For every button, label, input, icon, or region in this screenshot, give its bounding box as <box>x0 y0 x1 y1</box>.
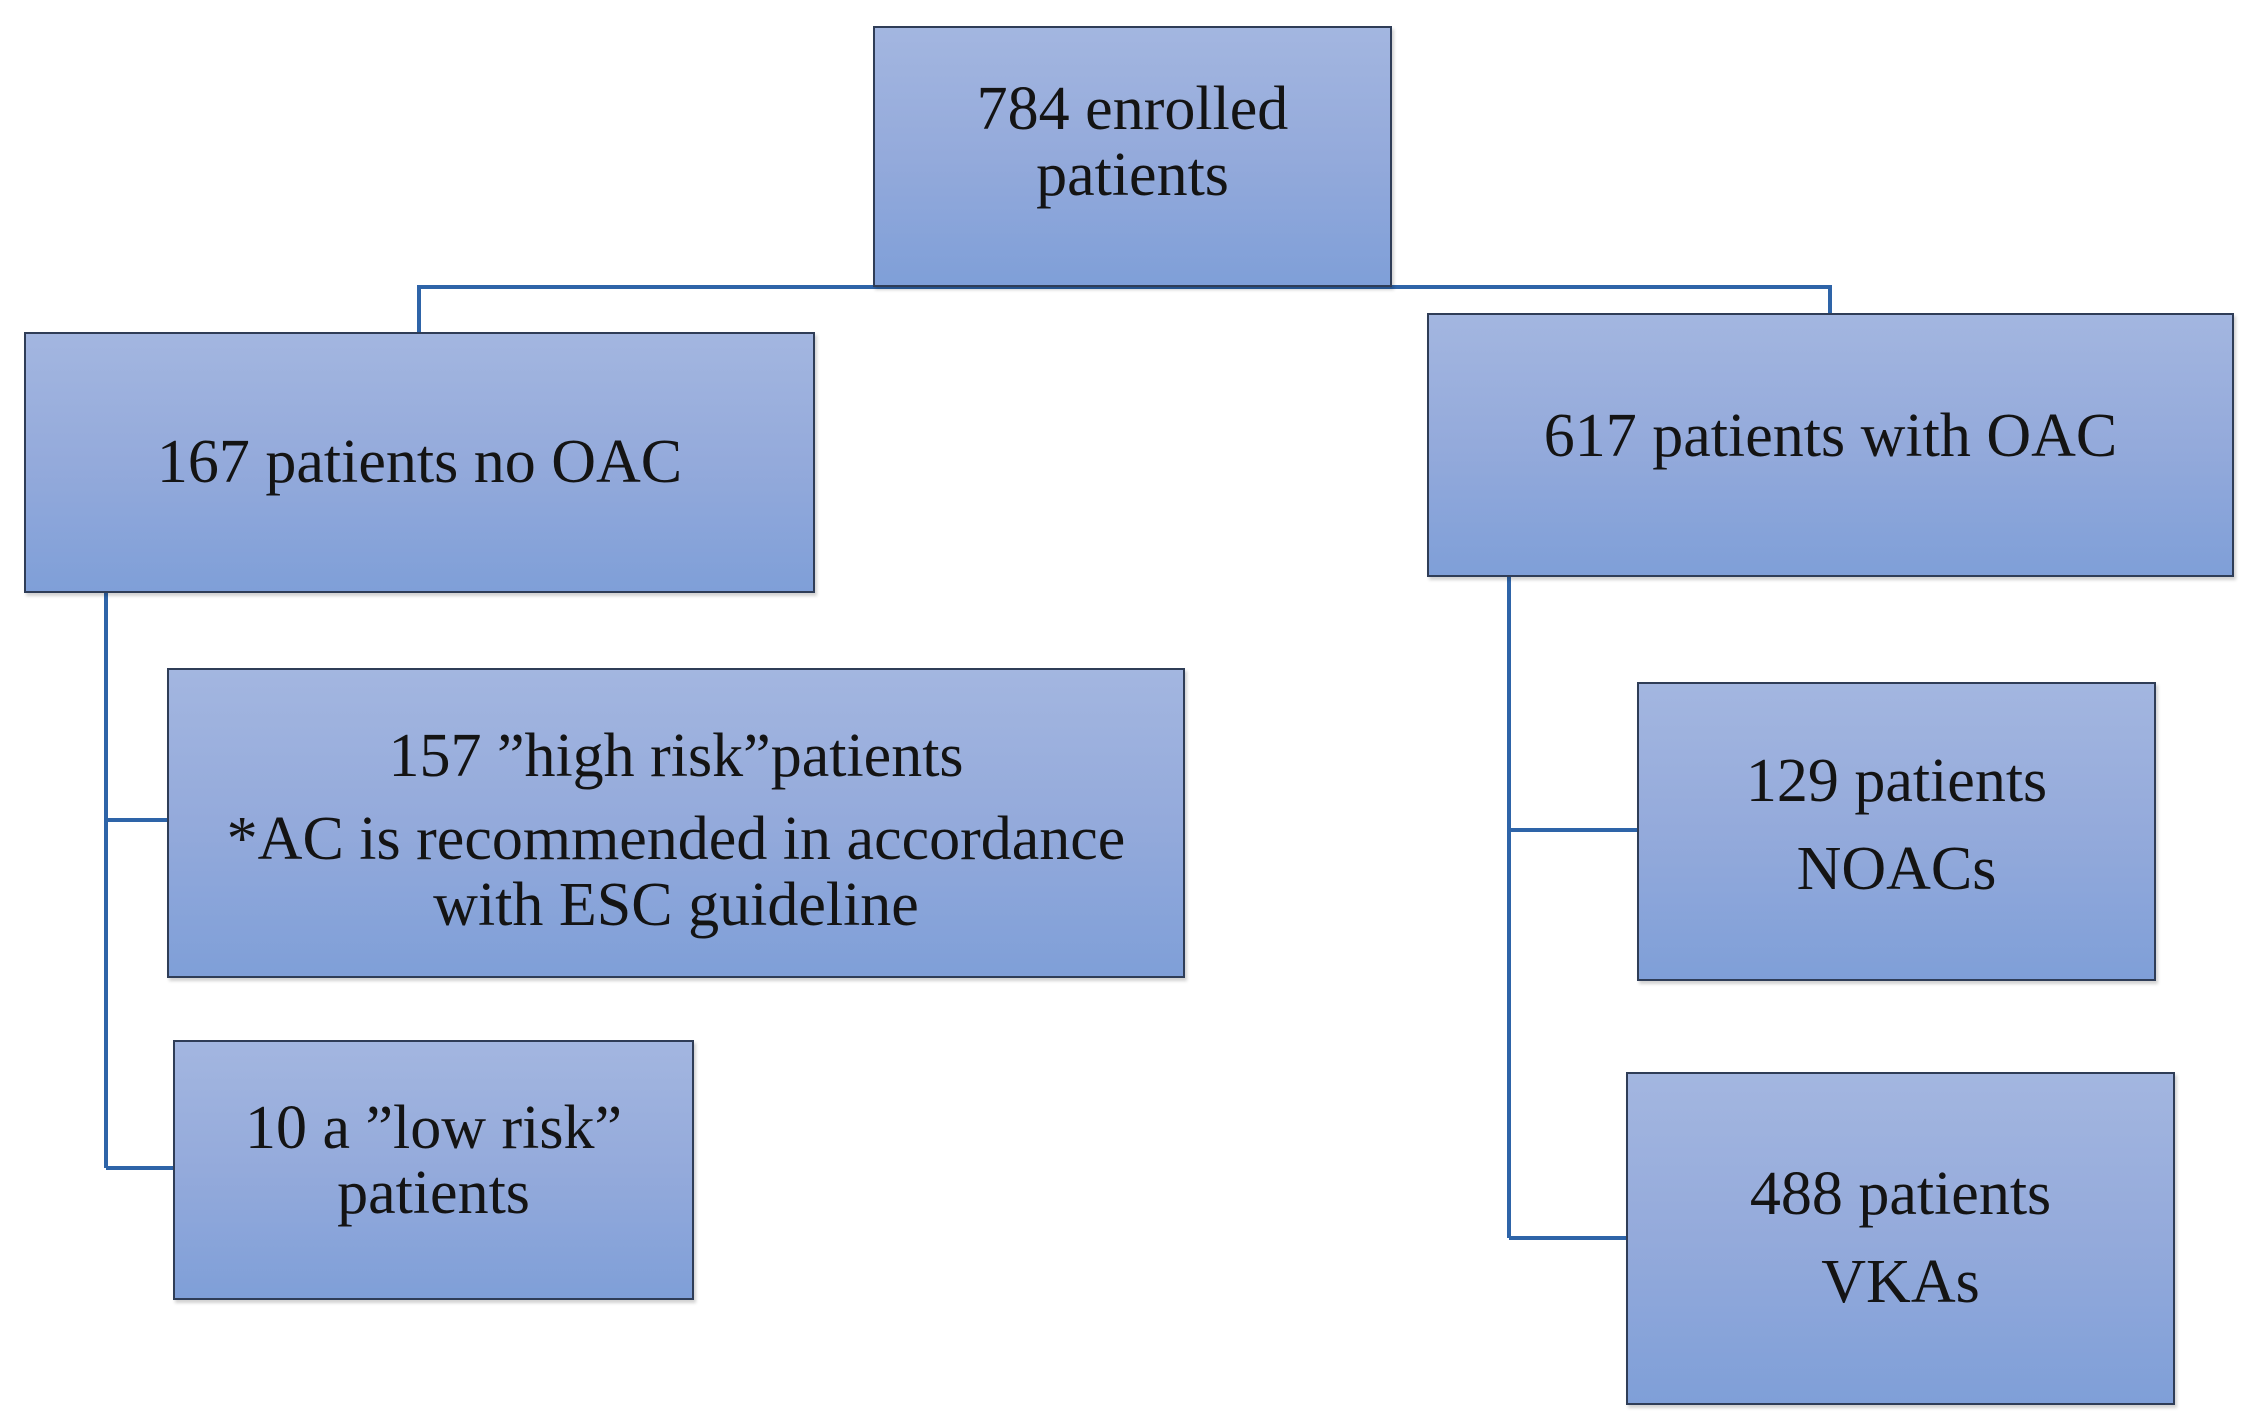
node-enrolled-patients-line-1: 784 enrolled <box>976 75 1289 144</box>
connector-root-to-with-oac <box>1133 285 1832 313</box>
node-vkas-line-1: 488 patients <box>1749 1160 2052 1229</box>
node-high-risk-note-line-2: with ESC guideline <box>433 870 919 939</box>
connector-root-to-no-oac <box>417 285 1133 332</box>
node-patients-no-oac: 167 patients no OAC <box>24 332 815 593</box>
node-vkas-patients: 488 patients VKAs <box>1626 1072 2175 1405</box>
node-vkas-line-2: VKAs <box>1821 1247 1980 1316</box>
node-low-risk-line-2: patients <box>337 1159 530 1227</box>
node-high-risk-note-line-1: *AC is recommended in accordance <box>226 805 1126 874</box>
node-enrolled-patients: 784 enrolled patients <box>873 26 1392 287</box>
node-enrolled-patients-line-2: patients <box>1036 140 1229 209</box>
node-low-risk-line-1: 10 a ”low risk” <box>244 1093 623 1162</box>
node-patients-no-oac-label: 167 patients no OAC <box>156 427 683 496</box>
node-high-risk-patients: 157 ”high risk”patients *AC is recommend… <box>167 668 1185 978</box>
node-noacs-patients: 129 patients NOACs <box>1637 682 2156 981</box>
node-high-risk-label: 157 ”high risk”patients <box>388 722 964 791</box>
node-patients-with-oac: 617 patients with OAC <box>1427 313 2234 577</box>
node-low-risk-patients: 10 a ”low risk” patients <box>173 1040 694 1300</box>
node-noacs-line-2: NOACs <box>1796 834 1997 903</box>
node-noacs-line-1: 129 patients <box>1745 747 2048 816</box>
node-patients-with-oac-label: 617 patients with OAC <box>1543 402 2118 471</box>
